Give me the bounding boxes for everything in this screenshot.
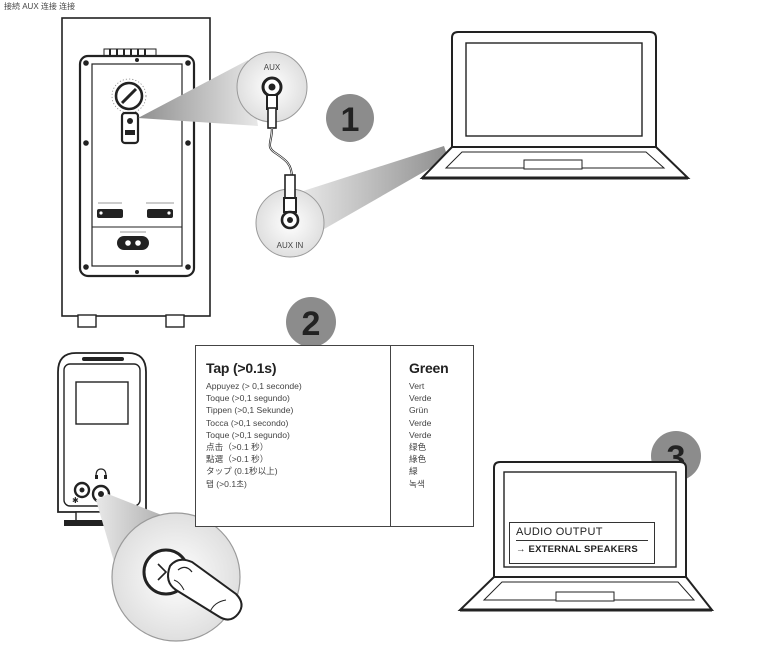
tap-line: Tocca (>0,1 secondo) [206,417,289,428]
tap-title: Tap (>0.1s) [206,360,277,376]
headphone-icon [95,468,107,479]
header-caption: 接続 AUX 连接 连接 [4,2,76,11]
bluetooth-button-icon [157,563,168,581]
external-speakers-label: → EXTERNAL SPEAKERS [516,544,638,555]
tap-line: 點選（>0.1 秒） [206,454,269,465]
aux-jack-icon [120,111,140,145]
bluetooth-icon: ✱ [72,496,79,505]
tap-line: 点击（>0.1 秒） [206,442,269,453]
aux-in-zoom-circle: AUX IN [255,174,325,258]
tap-line: Toque (>0,1 segundo) [206,429,290,440]
tap-line: Tippen (>0,1 Sekunde) [206,405,294,416]
tap-line: Toque (>0,1 segundo) [206,393,290,404]
svg-text:2: 2 [302,305,321,343]
aux-zoom-circle: AUX [236,51,308,129]
green-line: 녹색 [409,478,425,489]
audio-output-label: AUDIO OUTPUT [516,526,648,541]
green-title: Green [409,360,449,376]
tap-column: Tap (>0.1s) Appuyez (> 0,1 seconde) Toqu… [206,360,381,490]
finger-press-icon [167,558,243,621]
aux-cable [268,127,294,179]
svg-text:1: 1 [341,101,360,139]
rear-connectors [97,202,174,218]
aux-in-label: AUX IN [277,241,304,250]
zoom-cone-aux [138,60,258,126]
speaker-rear-view [61,17,211,328]
tap-line: 탭 (>0.1초) [206,478,247,489]
green-line: Vert [409,381,425,391]
aux-label: AUX [264,63,281,72]
laptop-computer-1 [419,31,691,180]
green-column: Green Vert Verde Grün Verde Verde 绿色 綠色 … [390,346,473,526]
green-line: Verde [409,429,432,440]
green-line: Grün [409,405,429,416]
tap-instruction-panel: Tap (>0.1s) Appuyez (> 0,1 seconde) Toqu… [195,345,474,527]
green-line: 緑 [409,466,418,477]
green-line: Verde [409,417,432,428]
zoom-cone-aux-in [300,146,448,236]
green-line: 绿色 [409,442,427,453]
step-1-badge: 1 [326,94,374,142]
audio-output-box: AUDIO OUTPUT → EXTERNAL SPEAKERS [509,522,655,564]
power-connector-icon [117,231,149,250]
button-zoom-circle [111,512,243,642]
tap-line: Appuyez (> 0,1 seconde) [206,381,302,391]
green-line: Verde [409,393,432,404]
step-2-badge: 2 [286,297,336,347]
tap-line: タップ (0.1秒以上) [206,466,278,477]
green-line: 綠色 [409,454,427,465]
